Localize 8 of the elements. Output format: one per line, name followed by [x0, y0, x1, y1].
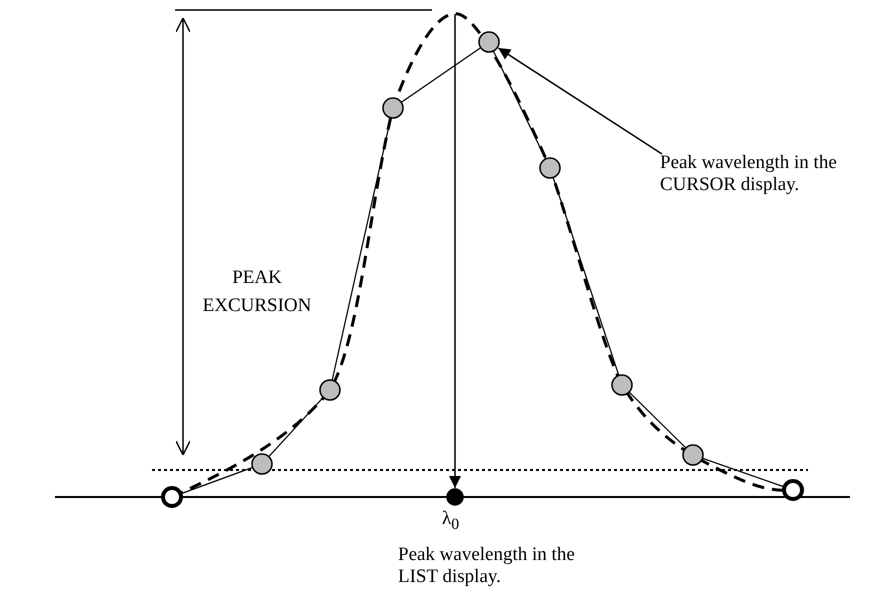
wavelength-dot [446, 488, 464, 506]
wavelength-symbol: λ$_{0}$ [442, 508, 460, 535]
leader-line [498, 47, 662, 155]
callout-text: Peak wavelength in the CURSOR display. [660, 152, 838, 196]
dimension-label: PEAK EXCURSION [202, 266, 312, 318]
data-point-marker [478, 31, 500, 53]
caption-text: Peak wavelength in the LIST display. [398, 544, 576, 588]
arrow [449, 14, 461, 488]
